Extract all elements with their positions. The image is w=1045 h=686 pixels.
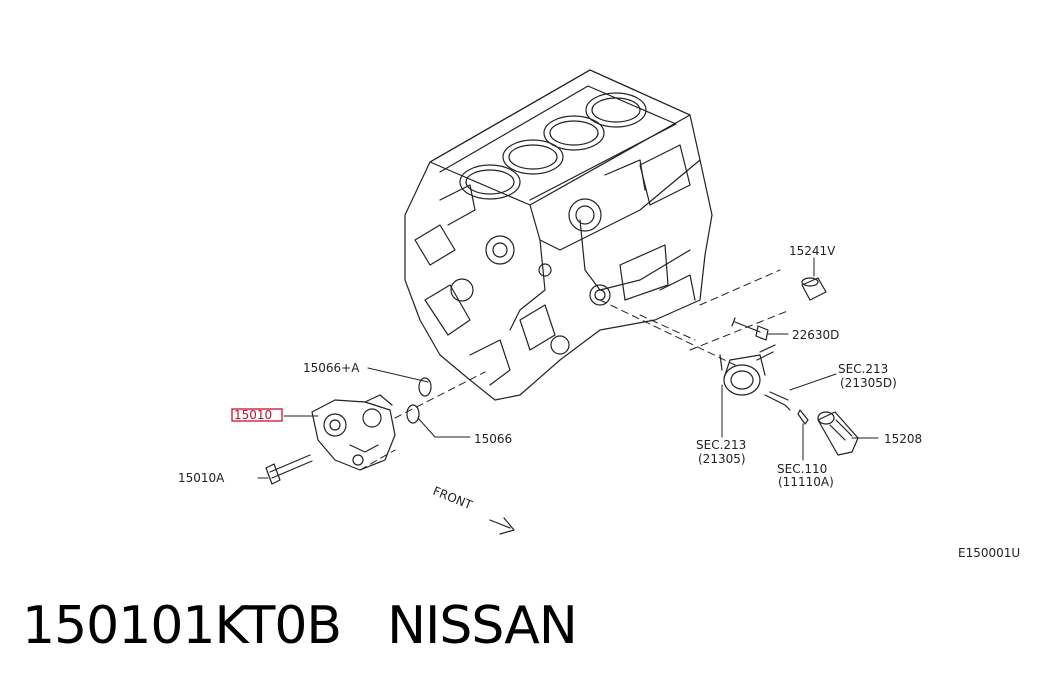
label-15241v: 15241V — [789, 244, 836, 258]
diagram-ref: E150001U — [958, 546, 1020, 560]
label-15208: 15208 — [884, 432, 922, 446]
label-15066: 15066 — [474, 432, 512, 446]
label-11110a: (11110A) — [778, 475, 834, 489]
stud — [797, 409, 809, 425]
oil-pressure-sensor — [731, 317, 769, 341]
oil-pump — [311, 394, 396, 471]
highlight-box — [231, 408, 283, 422]
part-caption: 150101KT0B NISSAN — [22, 596, 578, 656]
oil-filter — [817, 411, 859, 456]
brand-name: NISSAN — [387, 596, 578, 656]
cooler-connector — [764, 391, 791, 411]
engine-block — [404, 69, 713, 401]
label-sec213-b: SEC.213 — [696, 438, 746, 452]
label-sec213-a: SEC.213 — [838, 362, 888, 376]
label-22630d: 22630D — [792, 328, 839, 342]
o-ring-upper — [418, 377, 432, 397]
bolt — [265, 454, 313, 485]
front-arrow-icon — [489, 517, 515, 535]
leader-lines — [257, 257, 879, 479]
o-ring-lower — [406, 404, 420, 424]
label-front: FRONT — [431, 484, 475, 513]
leader-dashes — [359, 269, 791, 471]
oil-cooler — [719, 344, 776, 396]
label-15010[interactable]: 15010 — [234, 408, 272, 422]
label-15066a: 15066+A — [303, 361, 360, 375]
label-15010a: 15010A — [178, 471, 225, 485]
label-21305: (21305) — [698, 452, 746, 466]
label-sec110: SEC.110 — [777, 462, 827, 476]
label-21305d: (21305D) — [840, 376, 897, 390]
oil-pressure-cap — [801, 277, 827, 301]
parts-diagram: 15241V 22630D 15066+A 15010 15066 15010A… — [178, 69, 1020, 560]
part-number: 150101KT0B — [22, 596, 342, 656]
